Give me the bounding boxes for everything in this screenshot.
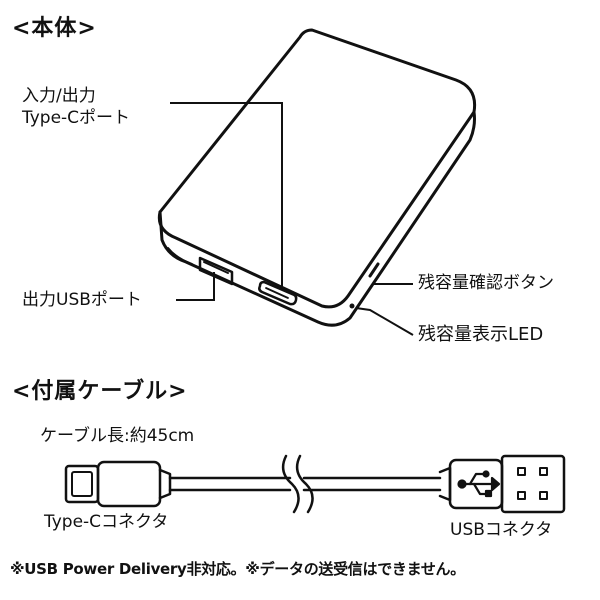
- section-title-included-cable: <付属ケーブル>: [12, 379, 188, 404]
- section-title-main-body: <本体>: [12, 16, 97, 41]
- callout-type-c-port-line1: 入力/出力: [22, 86, 96, 106]
- type-c-connector-label: Type-Cコネクタ: [44, 512, 169, 532]
- cable-left: [168, 476, 292, 492]
- battery-led: [349, 303, 355, 309]
- usb-connector-label: USBコネクタ: [450, 520, 553, 540]
- leader-usb-port: [176, 272, 215, 301]
- leader-type-c: [170, 102, 283, 288]
- cable-length-label: ケーブル長:約45cm: [40, 426, 195, 446]
- leader-led: [355, 307, 414, 336]
- battery-check-button: [368, 262, 380, 278]
- callout-type-c-port-line2: Type-Cポート: [22, 108, 131, 128]
- leader-lines: [170, 102, 414, 336]
- callout-battery-led: 残容量表示LED: [418, 324, 544, 345]
- power-bank-bottom-edge: [167, 247, 193, 265]
- type-c-port: [258, 280, 298, 306]
- cable-break: [281, 454, 314, 514]
- power-bank-illustration: [157, 28, 477, 327]
- callout-usb-output-port: 出力USBポート: [22, 290, 142, 310]
- power-bank-top-face: [157, 28, 477, 309]
- callout-battery-check-button: 残容量確認ボタン: [418, 273, 554, 293]
- footnote: ※USB Power Delivery非対応。※データの送受信はできません。: [10, 560, 465, 578]
- usb-a-plug: [438, 454, 566, 514]
- usb-trident-icon: [457, 470, 501, 498]
- cable-right: [302, 476, 442, 492]
- usb-output-port: [198, 256, 234, 286]
- power-bank-side-outline: [158, 110, 476, 327]
- type-c-plug: [64, 460, 172, 508]
- cable-illustration: [64, 454, 566, 514]
